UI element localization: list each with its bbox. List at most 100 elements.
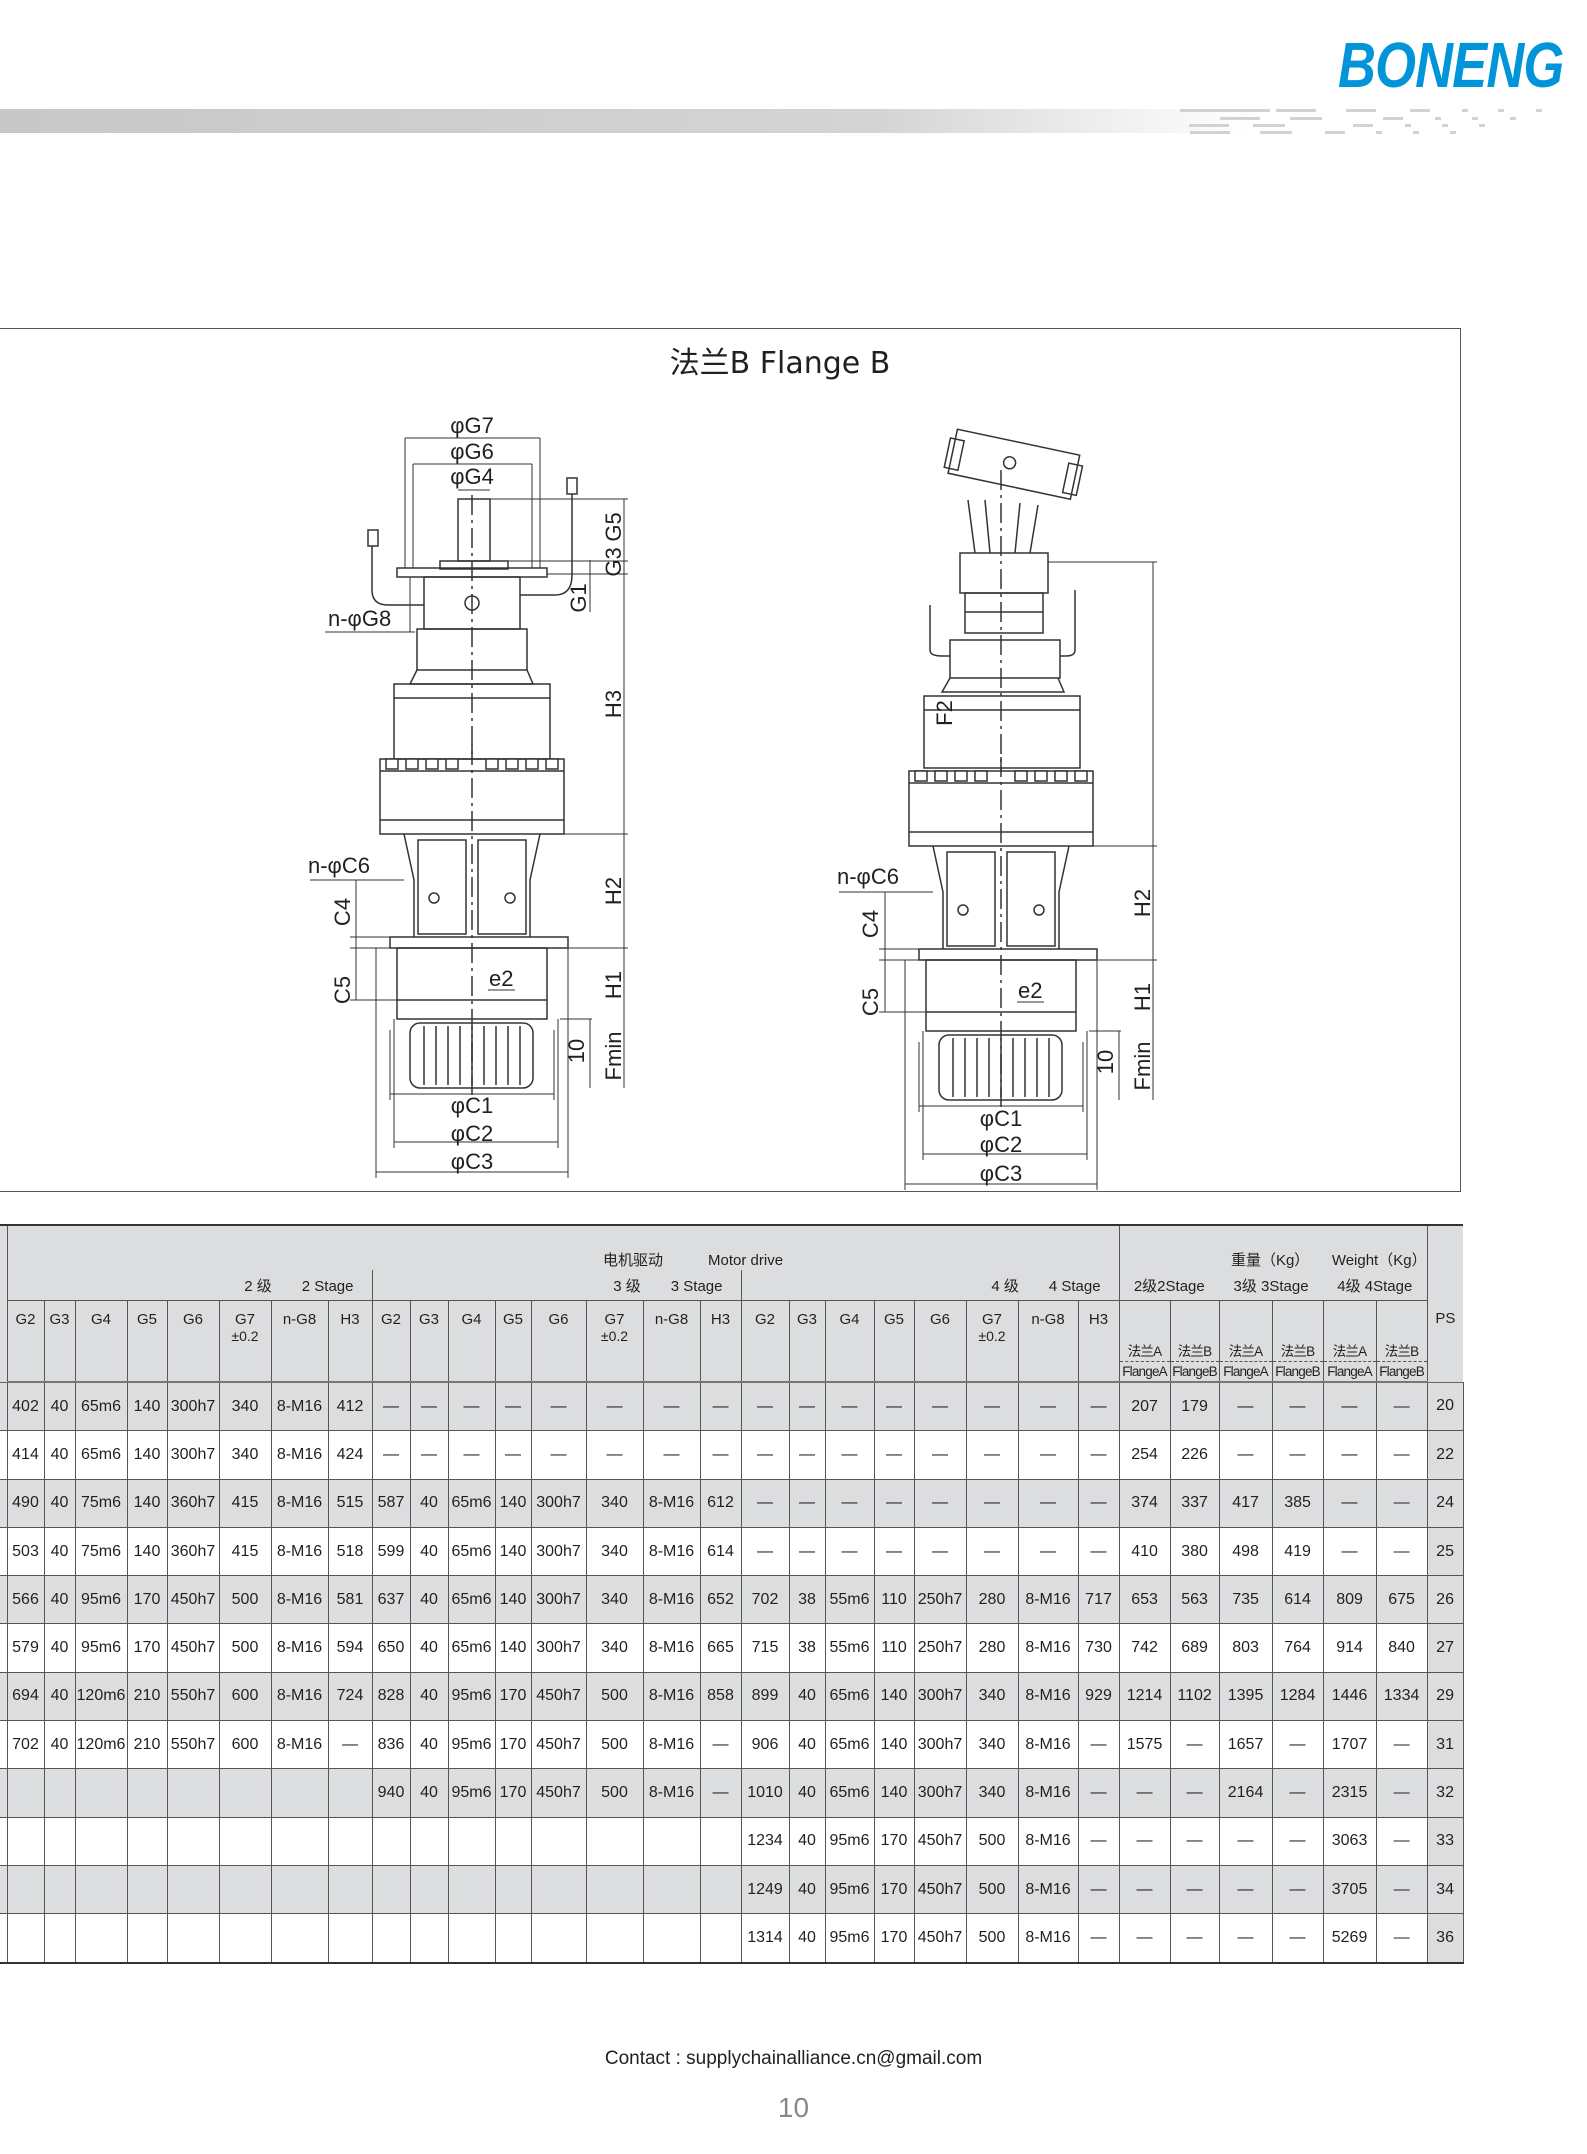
ps-cell: 20 <box>1426 1381 1464 1432</box>
dimension-cell: 450h7 <box>913 1913 967 1964</box>
weight-cell: 1707 <box>1322 1720 1377 1770</box>
column-label: G3 <box>49 1311 70 1328</box>
weight-cell: 207 <box>1118 1381 1171 1432</box>
dimension-cell <box>6 1816 45 1866</box>
dimension-cell: 340 <box>218 1381 272 1432</box>
dimension-cell <box>74 1913 128 1964</box>
dimension-cell: 140 <box>494 1478 532 1528</box>
dimension-cell: 836 <box>371 1720 411 1770</box>
stage-en: 2 Stage <box>301 1277 354 1295</box>
left-gearbox-drawing <box>325 437 628 1088</box>
dimension-cell <box>43 1913 76 1964</box>
flange-en: FlangeB <box>1377 1361 1427 1380</box>
table-margin-cell <box>0 1478 8 1528</box>
dimension-cell <box>218 1913 272 1964</box>
dimension-cell: — <box>409 1430 449 1480</box>
dimension-cell: 550h7 <box>166 1720 220 1770</box>
weight-cell: 735 <box>1218 1575 1273 1625</box>
column-label: G4 <box>461 1311 482 1328</box>
dimension-cell <box>126 1913 168 1964</box>
dimension-cell: 450h7 <box>530 1768 587 1818</box>
stage-cn: 3 级 <box>613 1277 641 1295</box>
dimension-cell: 65m6 <box>74 1430 128 1480</box>
dimension-cell: 500 <box>585 1768 644 1818</box>
dimension-cell: — <box>530 1381 587 1432</box>
weight-cell: 417 <box>1218 1478 1273 1528</box>
dimension-cell: 8-M16 <box>1017 1720 1079 1770</box>
dimension-cell: 95m6 <box>447 1768 496 1818</box>
column-label: G6 <box>548 1311 569 1328</box>
column-header-g3: G3 <box>409 1300 449 1383</box>
stage-heading-4: 4 级 4 Stage <box>740 1270 1120 1301</box>
dimension-cell: 40 <box>43 1478 76 1528</box>
dim-label-fmin: Fmin <box>601 1032 626 1081</box>
dimension-cell <box>6 1864 45 1915</box>
dimension-cell: 360h7 <box>166 1478 220 1528</box>
table-margin-cell <box>0 1671 8 1722</box>
dimension-cell: 8-M16 <box>270 1671 329 1722</box>
motor-drive-en: Motor drive <box>708 1252 784 1269</box>
dimension-cell: — <box>824 1478 875 1528</box>
dimension-cell: 65m6 <box>447 1623 496 1673</box>
table-margin-cell <box>0 1864 8 1915</box>
weight-cell: 840 <box>1375 1623 1428 1673</box>
dimension-cell <box>166 1864 220 1915</box>
dimension-cell: 599 <box>371 1526 411 1577</box>
weight-cell: — <box>1118 1768 1171 1818</box>
weight-cell: — <box>1218 1913 1273 1964</box>
dimension-cell: 450h7 <box>166 1623 220 1673</box>
dimension-cell: — <box>1017 1381 1079 1432</box>
weight-cell: — <box>1375 1816 1428 1866</box>
weight-cell: — <box>1169 1720 1220 1770</box>
dimension-cell: 500 <box>585 1720 644 1770</box>
dimension-cell: 95m6 <box>74 1623 128 1673</box>
weight-cell: 689 <box>1169 1623 1220 1673</box>
dimension-cell: 940 <box>371 1768 411 1818</box>
dimension-cell: 95m6 <box>824 1864 875 1915</box>
dimension-cell <box>166 1768 220 1818</box>
dimension-cell: 594 <box>327 1623 373 1673</box>
dimension-cell: 360h7 <box>166 1526 220 1577</box>
dim-label-h2: H2 <box>1130 889 1155 917</box>
dimension-cell: 40 <box>788 1671 826 1722</box>
dimension-cell: 500 <box>218 1623 272 1673</box>
dimension-cell <box>218 1816 272 1866</box>
dim-label-10: 10 <box>564 1039 589 1063</box>
weight-cell: 1395 <box>1218 1671 1273 1722</box>
dimension-cell: 500 <box>218 1575 272 1625</box>
dimension-cell: — <box>824 1430 875 1480</box>
dimension-cell: 8-M16 <box>1017 1864 1079 1915</box>
dim-label-g5: G5 <box>601 512 626 541</box>
dimension-cell: 450h7 <box>530 1671 587 1722</box>
dimension-cell: 95m6 <box>447 1720 496 1770</box>
dimension-cell: 500 <box>965 1864 1019 1915</box>
dimension-cell: 8-M16 <box>1017 1913 1079 1964</box>
weight-cell: 5269 <box>1322 1913 1377 1964</box>
dimension-cell: 40 <box>788 1720 826 1770</box>
weight-cell: — <box>1218 1430 1273 1480</box>
dimension-cell: 140 <box>873 1671 915 1722</box>
dimension-cell: 450h7 <box>166 1575 220 1625</box>
dimension-cell: 340 <box>585 1575 644 1625</box>
dimension-cell: — <box>371 1381 411 1432</box>
dim-label-c5: C5 <box>858 988 883 1016</box>
table-margin-cell <box>0 1720 8 1770</box>
dimension-cell: 450h7 <box>913 1816 967 1866</box>
weight-cn: 重量（Kg） <box>1230 1252 1310 1269</box>
dimension-cell: 170 <box>873 1913 915 1964</box>
dimension-cell: 65m6 <box>447 1478 496 1528</box>
weight-cell: — <box>1169 1864 1220 1915</box>
stage-en: 4 Stage <box>1048 1277 1101 1295</box>
dimension-cell: 65m6 <box>824 1768 875 1818</box>
dimension-cell: 340 <box>965 1720 1019 1770</box>
column-header-g5: G5 <box>126 1300 168 1383</box>
dimension-cell <box>494 1864 532 1915</box>
dimension-cell: 637 <box>371 1575 411 1625</box>
dimension-cell: 75m6 <box>74 1478 128 1528</box>
dimension-cell: 40 <box>788 1913 826 1964</box>
column-header-g6: G6 <box>913 1300 967 1383</box>
dimension-cell: 8-M16 <box>1017 1671 1079 1722</box>
dimension-cell: 280 <box>965 1575 1019 1625</box>
dimension-cell: 715 <box>740 1623 790 1673</box>
